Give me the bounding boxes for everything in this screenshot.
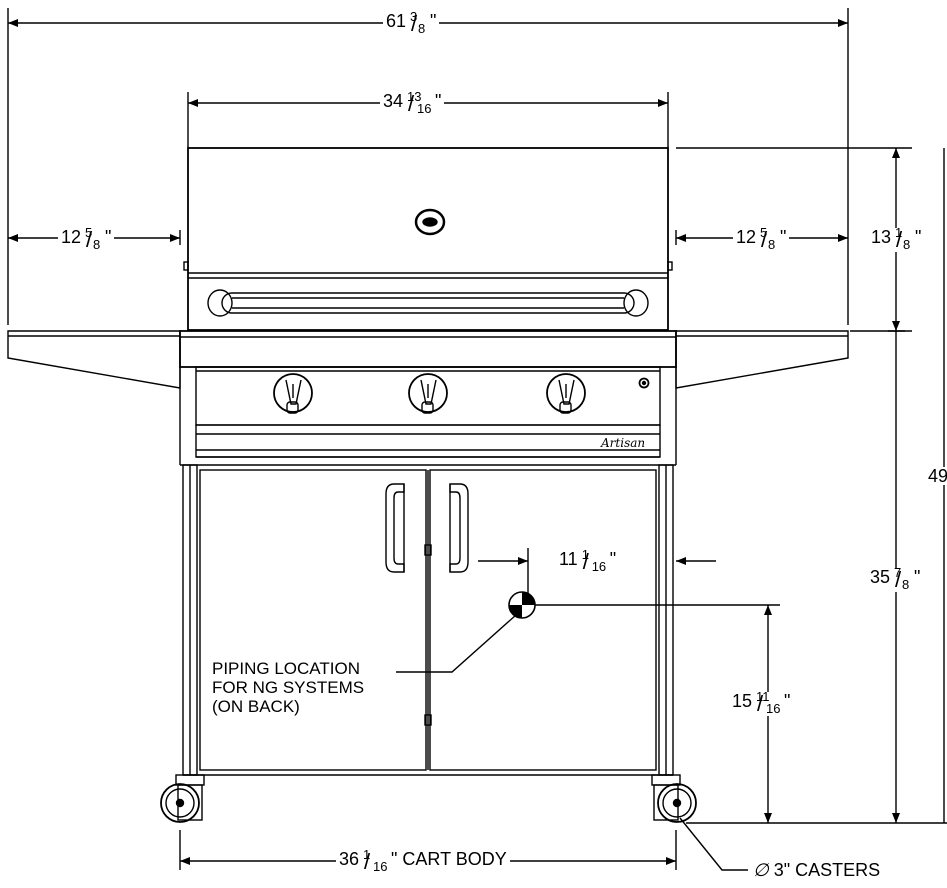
thermometer-icon [414, 208, 446, 236]
diameter-symbol-icon: ∅ [753, 860, 769, 880]
hood-handle [207, 289, 649, 317]
piping-leader [396, 614, 517, 673]
grill-hood [187, 147, 669, 331]
left-door [199, 469, 427, 771]
left-side-shelf [7, 330, 181, 389]
total-height-label: 49 [925, 467, 947, 485]
casters-label: ∅ 3" CASTERS [750, 860, 884, 880]
right-side-shelf [675, 330, 849, 389]
piping-location-note: PIPING LOCATION FOR NG SYSTEMS (ON BACK) [212, 659, 365, 716]
casters-leader [679, 817, 748, 871]
caster-wheel-icon [651, 774, 697, 823]
control-knob-icon [546, 373, 586, 414]
right-door-handle [449, 483, 469, 573]
ignition-button-icon [638, 377, 650, 389]
piping-location-marker-icon [508, 591, 536, 619]
caster-wheel-icon [160, 774, 205, 823]
right-door [429, 469, 657, 771]
brand-logo: Artisan [601, 436, 646, 450]
left-door-handle [385, 483, 405, 573]
control-knob-icon [408, 373, 448, 414]
control-knob-icon [273, 373, 313, 414]
